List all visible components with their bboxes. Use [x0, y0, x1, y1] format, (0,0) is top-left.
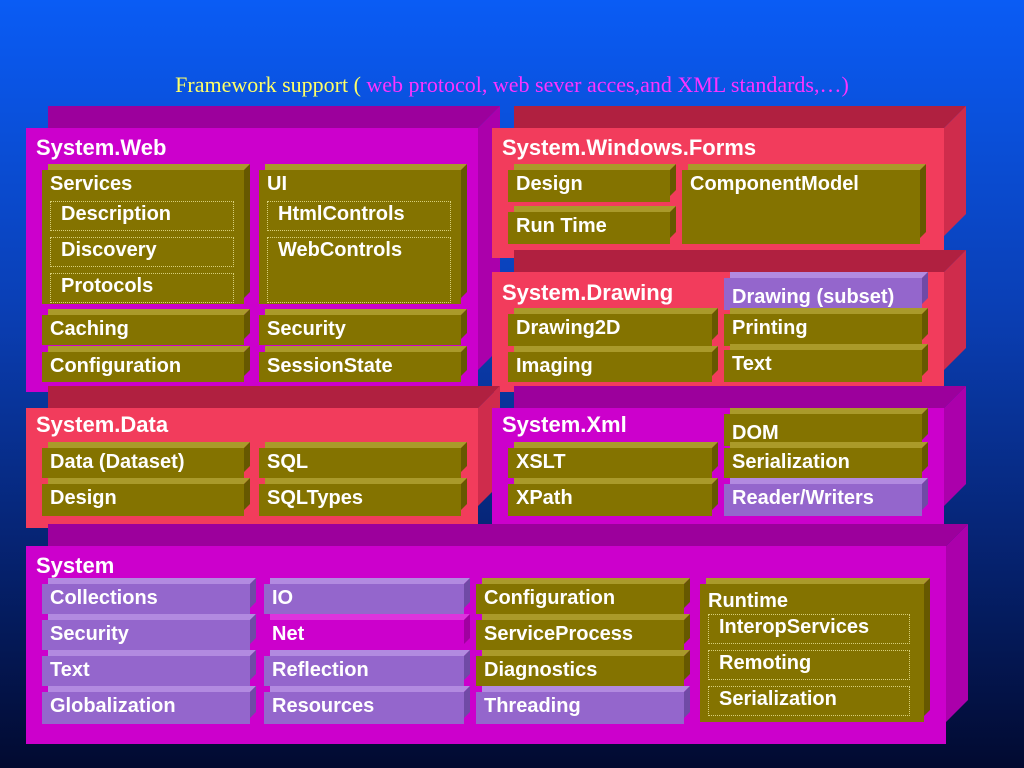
- system-windows-forms-title: System.Windows.Forms: [502, 135, 757, 160]
- xml-serialization-label: Serialization: [724, 448, 922, 478]
- web-security-label: Security: [259, 315, 461, 345]
- system-windows-forms-panel: System.Windows.Forms Design Run Time Com…: [492, 106, 966, 258]
- diagnostics-label: Diagnostics: [476, 656, 684, 686]
- readerwriters-label: Reader/Writers: [724, 484, 922, 516]
- configuration-label: Configuration: [42, 352, 244, 382]
- componentmodel-label: ComponentModel: [682, 170, 920, 244]
- system-drawing-title: System.Drawing: [502, 280, 674, 305]
- runtime-item-interopservices: InteropServices: [708, 614, 910, 644]
- system-title: System: [36, 553, 115, 578]
- forms-design-label: Design: [508, 170, 670, 202]
- dataset-box: Data (Dataset): [42, 442, 250, 478]
- net-label: Net: [264, 620, 464, 650]
- system-data-title: System.Data: [36, 412, 169, 437]
- drawing-text-label: Text: [724, 350, 922, 382]
- runtime-label: Runtime: [700, 584, 924, 722]
- system-drawing-panel: System.Drawing Drawing (subset) Drawing2…: [492, 250, 966, 392]
- io-label: IO: [264, 584, 464, 614]
- title-highlight: web protocol, web sever acces,and XML st…: [360, 72, 849, 97]
- forms-runtime-label: Run Time: [508, 212, 670, 244]
- caching-label: Caching: [42, 315, 244, 345]
- services-item-description: Description: [50, 201, 234, 231]
- readerwriters-box: Reader/Writers: [724, 478, 928, 516]
- system-text-label: Text: [42, 656, 250, 686]
- sessionstate-box: SessionState: [259, 346, 467, 382]
- imaging-label: Imaging: [508, 352, 712, 382]
- system-text-box: Text: [42, 650, 256, 686]
- runtime-item-serialization: Serialization: [708, 686, 910, 716]
- globalization-label: Globalization: [42, 692, 250, 724]
- globalization-box: Globalization: [42, 686, 256, 724]
- serviceprocess-box: ServiceProcess: [476, 614, 690, 650]
- system-panel: System Collections Security Text Globali…: [26, 524, 968, 744]
- xslt-label: XSLT: [508, 448, 712, 478]
- resources-label: Resources: [264, 692, 464, 724]
- drawing-text-box: Text: [724, 344, 928, 382]
- ui-item-webcontrols: WebControls: [267, 237, 451, 303]
- xslt-box: XSLT: [508, 442, 718, 478]
- system-web-title: System.Web: [36, 135, 167, 160]
- framework-title: Framework support ( web protocol, web se…: [0, 72, 1024, 98]
- data-design-box: Design: [42, 478, 250, 516]
- resources-box: Resources: [264, 686, 470, 724]
- threading-label: Threading: [476, 692, 684, 724]
- data-design-label: Design: [42, 484, 244, 516]
- sqltypes-box: SQLTypes: [259, 478, 467, 516]
- diagnostics-box: Diagnostics: [476, 650, 690, 686]
- dom-label: DOM: [724, 414, 922, 446]
- drawing2d-box: Drawing2D: [508, 308, 718, 346]
- sql-box: SQL: [259, 442, 467, 478]
- serviceprocess-label: ServiceProcess: [476, 620, 684, 650]
- imaging-box: Imaging: [508, 346, 718, 382]
- drawing-subset-box: Drawing (subset): [724, 272, 928, 310]
- dom-box: DOM: [724, 408, 928, 446]
- system-web-panel: System.Web Services Description Discover…: [26, 106, 500, 392]
- dataset-label: Data (Dataset): [42, 448, 244, 478]
- xml-serialization-box: Serialization: [724, 442, 928, 478]
- componentmodel-box: ComponentModel: [682, 164, 926, 244]
- threading-box: Threading: [476, 686, 690, 724]
- collections-box: Collections: [42, 578, 256, 614]
- forms-runtime-box: Run Time: [508, 206, 676, 244]
- net-box: Net: [264, 614, 470, 650]
- sqltypes-label: SQLTypes: [259, 484, 461, 516]
- panel-top-face: [48, 106, 500, 128]
- xpath-label: XPath: [508, 484, 712, 516]
- system-xml-title: System.Xml: [502, 412, 627, 437]
- sql-label: SQL: [259, 448, 461, 478]
- configuration-box: Configuration: [42, 346, 250, 382]
- system-configuration-box: Configuration: [476, 578, 690, 614]
- sessionstate-label: SessionState: [259, 352, 461, 382]
- ui-item-htmlcontrols: HtmlControls: [267, 201, 451, 231]
- system-data-panel: System.Data Data (Dataset) Design SQL SQ…: [26, 386, 500, 528]
- system-security-label: Security: [42, 620, 250, 650]
- drawing2d-label: Drawing2D: [508, 314, 712, 346]
- system-configuration-label: Configuration: [476, 584, 684, 614]
- title-prefix: Framework support (: [175, 72, 361, 97]
- reflection-box: Reflection: [264, 650, 470, 686]
- system-xml-panel: System.Xml XSLT XPath DOM Serialization …: [492, 386, 966, 528]
- runtime-box: Runtime: [700, 578, 930, 722]
- runtime-item-remoting: Remoting: [708, 650, 910, 680]
- collections-label: Collections: [42, 584, 250, 614]
- printing-box: Printing: [724, 308, 928, 346]
- caching-box: Caching: [42, 309, 250, 345]
- io-box: IO: [264, 578, 470, 614]
- xpath-box: XPath: [508, 478, 718, 516]
- services-item-discovery: Discovery: [50, 237, 234, 267]
- printing-label: Printing: [724, 314, 922, 346]
- reflection-label: Reflection: [264, 656, 464, 686]
- services-item-protocols: Protocols: [50, 273, 234, 303]
- system-security-box: Security: [42, 614, 256, 650]
- drawing-subset-label: Drawing (subset): [724, 278, 922, 310]
- web-security-box: Security: [259, 309, 467, 345]
- forms-design-box: Design: [508, 164, 676, 202]
